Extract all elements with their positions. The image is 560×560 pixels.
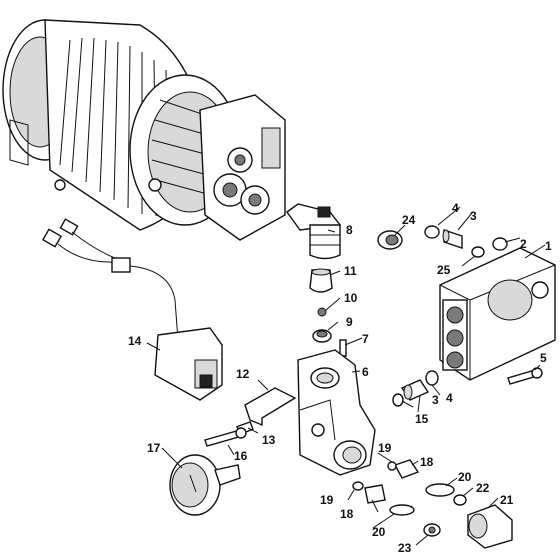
callout-7: 7	[362, 332, 369, 346]
oring-19-lower	[352, 481, 364, 491]
callout-24: 24	[402, 213, 416, 227]
motor-assembly	[2, 19, 286, 241]
callout-12: 12	[236, 367, 250, 381]
valve-18-upper	[387, 459, 420, 479]
callout-6: 6	[362, 365, 369, 379]
oring-4-top	[424, 225, 440, 239]
callout-3-top: 3	[470, 209, 477, 223]
pump-head	[439, 247, 556, 381]
oring-22	[453, 494, 467, 506]
leader-lines	[146, 206, 546, 546]
callout-19-upper: 19	[378, 441, 392, 455]
callout-1: 1	[545, 239, 552, 253]
callout-18-lower: 18	[340, 507, 354, 521]
seal-24	[377, 230, 403, 250]
seat-23	[423, 523, 441, 537]
callout-19-lower: 19	[320, 493, 334, 507]
callout-25: 25	[437, 263, 451, 277]
plug-3-top	[442, 229, 463, 249]
callout-10: 10	[344, 291, 358, 305]
callout-2: 2	[520, 237, 527, 251]
callout-4-bottom: 4	[446, 391, 453, 405]
long-screw	[204, 427, 247, 447]
valve-stack	[309, 268, 347, 357]
switch-housing	[286, 203, 342, 260]
callout-22: 22	[476, 481, 490, 495]
callout-15: 15	[415, 412, 429, 426]
oring-15	[392, 393, 404, 407]
hex-key	[244, 387, 297, 427]
callout-20-upper: 20	[458, 470, 472, 484]
oring-4-bottom	[425, 370, 439, 386]
callout-3-bottom: 3	[432, 393, 439, 407]
callout-4-top: 4	[452, 201, 459, 215]
oring-2	[492, 237, 508, 251]
valve-block	[297, 349, 376, 476]
pressure-switch-cable	[41, 218, 223, 401]
fitting-21	[467, 504, 513, 549]
callout-8: 8	[346, 223, 353, 237]
callout-13: 13	[262, 433, 276, 447]
bolt-5	[507, 367, 543, 385]
spring-20-lower	[389, 504, 415, 516]
callout-11: 11	[344, 264, 357, 278]
callout-17: 17	[147, 441, 161, 455]
valve-18-lower	[364, 484, 386, 504]
plug-3-bottom	[400, 379, 430, 401]
callout-16: 16	[234, 449, 248, 463]
callout-20-lower: 20	[372, 525, 386, 539]
oring-25	[471, 246, 485, 258]
callout-5: 5	[540, 351, 547, 365]
callout-23: 23	[398, 541, 412, 555]
callout-21: 21	[500, 493, 514, 507]
callout-9: 9	[346, 315, 353, 329]
callouts: 1 4 3 2 24 25 5 4 3 15 8 11 10 9 7 6 12 …	[128, 201, 552, 555]
pressure-gauge	[169, 454, 241, 516]
callout-14: 14	[128, 334, 142, 348]
spring-20-upper	[425, 483, 455, 497]
callout-18-upper: 18	[420, 455, 434, 469]
